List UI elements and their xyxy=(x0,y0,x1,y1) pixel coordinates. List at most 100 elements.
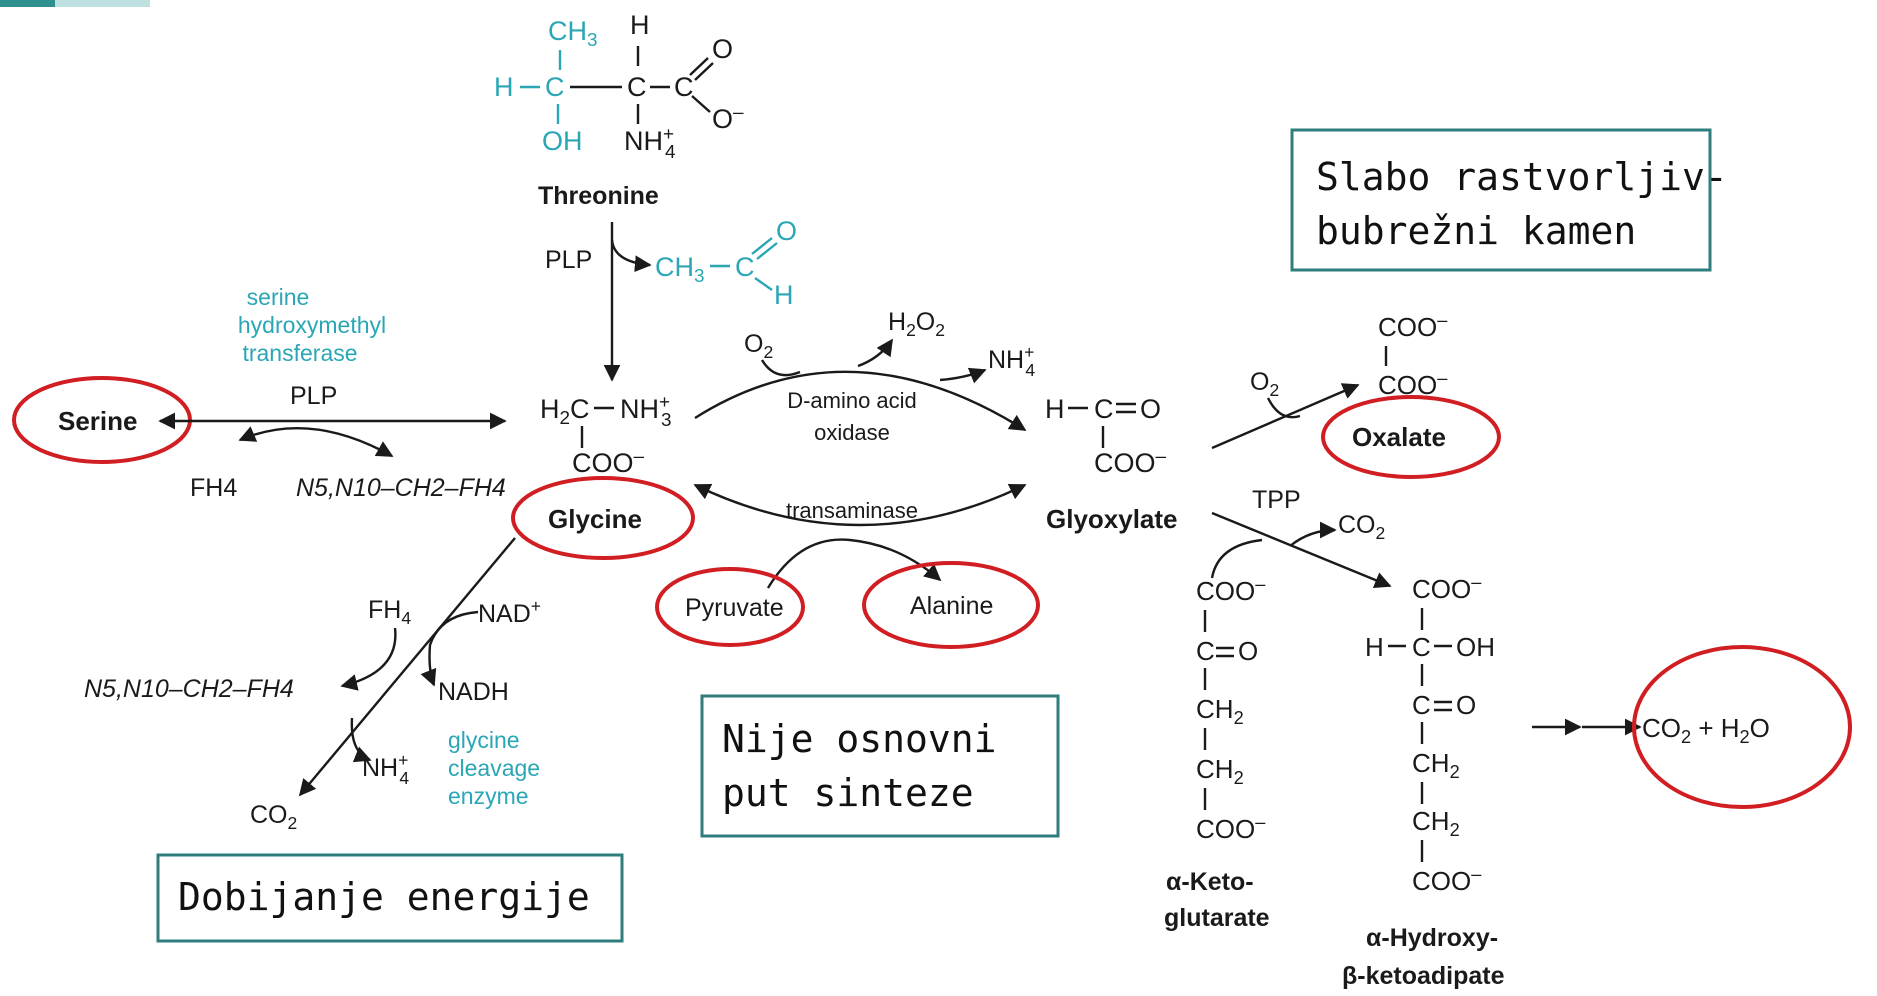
oxalate-label: Oxalate xyxy=(1352,422,1446,452)
oxidase-line-1: D-amino acid xyxy=(787,388,917,413)
glycine-cleavage-arrow xyxy=(298,537,516,797)
svg-text:COO–: COO– xyxy=(572,446,645,478)
svg-text:O–: O– xyxy=(712,102,744,134)
svg-text:O: O xyxy=(1238,636,1258,666)
note-top-right-line-1: Slabo rastvorljiv- xyxy=(1316,155,1728,199)
svg-text:C: C xyxy=(627,72,647,102)
oxalate-structure: COO– COO– xyxy=(1378,310,1448,400)
svg-text:NH+4: NH+4 xyxy=(624,124,676,163)
o2-in-curve xyxy=(760,359,801,377)
nad-to-nadh-arrow xyxy=(420,610,479,687)
co2-out-arrow xyxy=(1289,521,1337,547)
svg-text:C: C xyxy=(735,252,755,282)
ketoglutarate-label-1: α-Keto- xyxy=(1166,868,1254,896)
glycine-label: Glycine xyxy=(548,504,642,534)
hydroxy-label-1: α-Hydroxy- xyxy=(1366,924,1498,952)
svg-text:OH: OH xyxy=(542,126,583,156)
o2-b-label: O2 xyxy=(1250,368,1279,400)
nadh-label: NADH xyxy=(438,678,509,706)
nh4-b-label: NH+4 xyxy=(362,750,409,788)
fh4-b-label: FH4 xyxy=(368,596,411,628)
shmt-line-3: transferase xyxy=(242,340,357,366)
pyruvate-label: Pyruvate xyxy=(685,594,784,622)
threonine-structure: CH3 H H C C C O O– OH NH+4 xyxy=(494,10,744,163)
svg-text:COO–: COO– xyxy=(1412,864,1482,896)
nh4-b-out-arrow xyxy=(350,717,372,763)
plp-serine-label: PLP xyxy=(290,382,337,410)
pyruvate-circle xyxy=(655,567,805,647)
plp-threonine-label: PLP xyxy=(545,246,592,274)
note-box-bottom-left xyxy=(156,853,624,943)
threonine-label: Threonine xyxy=(538,182,659,210)
corner-accent-dark xyxy=(0,0,55,7)
svg-text:CH2: CH2 xyxy=(1412,806,1460,840)
glyoxylate-label: Glyoxylate xyxy=(1046,504,1178,534)
ketoglutarate-structure: COO– C O CH2 CH2 COO– xyxy=(1196,574,1266,844)
ketoglutarate-in-curve xyxy=(1210,538,1263,579)
svg-text:C: C xyxy=(1196,636,1215,666)
svg-text:CH3: CH3 xyxy=(548,16,598,51)
hydroxyketoadipate-structure: COO– H C OH C O CH2 CH2 COO– xyxy=(1365,572,1495,896)
svg-text:COO–: COO– xyxy=(1378,310,1448,342)
svg-text:H2C: H2C xyxy=(540,394,590,429)
note-middle-line-1: Nije osnovni xyxy=(722,717,997,761)
gce-line-2: cleavage xyxy=(448,755,540,781)
serine-label: Serine xyxy=(58,406,138,436)
svg-text:COO–: COO– xyxy=(1378,368,1448,400)
methylene-fh4-b-label: N5,N10–CH2–FH4 xyxy=(84,675,294,703)
ketoglutarate-label-2: glutarate xyxy=(1164,904,1270,932)
h2o2-out-arrow xyxy=(857,338,893,368)
o2-b-curve xyxy=(1266,397,1301,419)
svg-text:OH: OH xyxy=(1456,632,1495,662)
svg-text:H: H xyxy=(630,10,650,40)
svg-text:CH2: CH2 xyxy=(1196,754,1244,788)
oxidase-arrow xyxy=(694,370,1027,432)
svg-text:H: H xyxy=(494,72,514,102)
oxalate-circle xyxy=(1321,395,1501,479)
nad-label: NAD+ xyxy=(478,596,541,628)
co2-a-label: CO2 xyxy=(1338,511,1385,543)
svg-text:COO–: COO– xyxy=(1412,572,1482,604)
svg-text:C: C xyxy=(1412,690,1431,720)
note-box-middle xyxy=(700,694,1060,838)
shmt-line-1: serine xyxy=(247,284,310,310)
alanine-label: Alanine xyxy=(910,592,993,620)
hydroxy-label-2: β-ketoadipate xyxy=(1342,962,1505,990)
co2-h2o-label: CO2 + H2O xyxy=(1642,713,1770,747)
svg-text:CH2: CH2 xyxy=(1412,748,1460,782)
h2o2-label: H2O2 xyxy=(888,308,945,340)
glycine-circle xyxy=(511,476,695,560)
svg-text:C: C xyxy=(1412,632,1431,662)
corner-accent xyxy=(0,0,150,7)
svg-text:CH2: CH2 xyxy=(1196,694,1244,728)
co2-b-label: CO2 xyxy=(250,801,297,833)
nh4-a-label: NH+4 xyxy=(988,342,1035,380)
svg-text:COO–: COO– xyxy=(1196,812,1266,844)
glycine-structure: H2C NH+3 COO– xyxy=(540,392,672,478)
tpp-label: TPP xyxy=(1252,486,1301,514)
svg-text:C: C xyxy=(674,72,694,102)
methylene-fh4-label: N5,N10–CH2–FH4 xyxy=(296,474,506,502)
alanine-circle xyxy=(862,561,1040,649)
o2-a-label: O2 xyxy=(744,330,773,362)
co2-h2o-circle xyxy=(1632,645,1852,809)
fh4-label: FH4 xyxy=(190,474,237,502)
gce-line-1: glycine xyxy=(448,727,520,753)
svg-text:C: C xyxy=(545,72,565,102)
svg-text:O: O xyxy=(1456,690,1476,720)
nh4-out-arrow xyxy=(939,367,987,384)
pyruvate-alanine-arrow xyxy=(766,538,942,589)
note-bottom-left: Dobijanje energije xyxy=(178,875,590,919)
oxidase-line-2: oxidase xyxy=(814,420,890,445)
acetaldehyde-structure: CH3 C O H xyxy=(655,216,797,310)
gce-line-3: enzyme xyxy=(448,783,529,809)
glyoxylate-to-hydroxyketoadipate-arrow xyxy=(1211,511,1392,589)
svg-text:O: O xyxy=(776,216,797,246)
acetaldehyde-branch-arrow xyxy=(610,239,652,273)
svg-text:C: C xyxy=(1094,394,1114,424)
note-top-right-line-2: bubrežni kamen xyxy=(1316,209,1636,253)
note-box-top-right xyxy=(1290,128,1712,272)
note-middle-line-2: put sinteze xyxy=(722,771,974,815)
glyoxylate-structure: H C O COO– xyxy=(1045,394,1167,478)
svg-text:COO–: COO– xyxy=(1196,574,1266,606)
